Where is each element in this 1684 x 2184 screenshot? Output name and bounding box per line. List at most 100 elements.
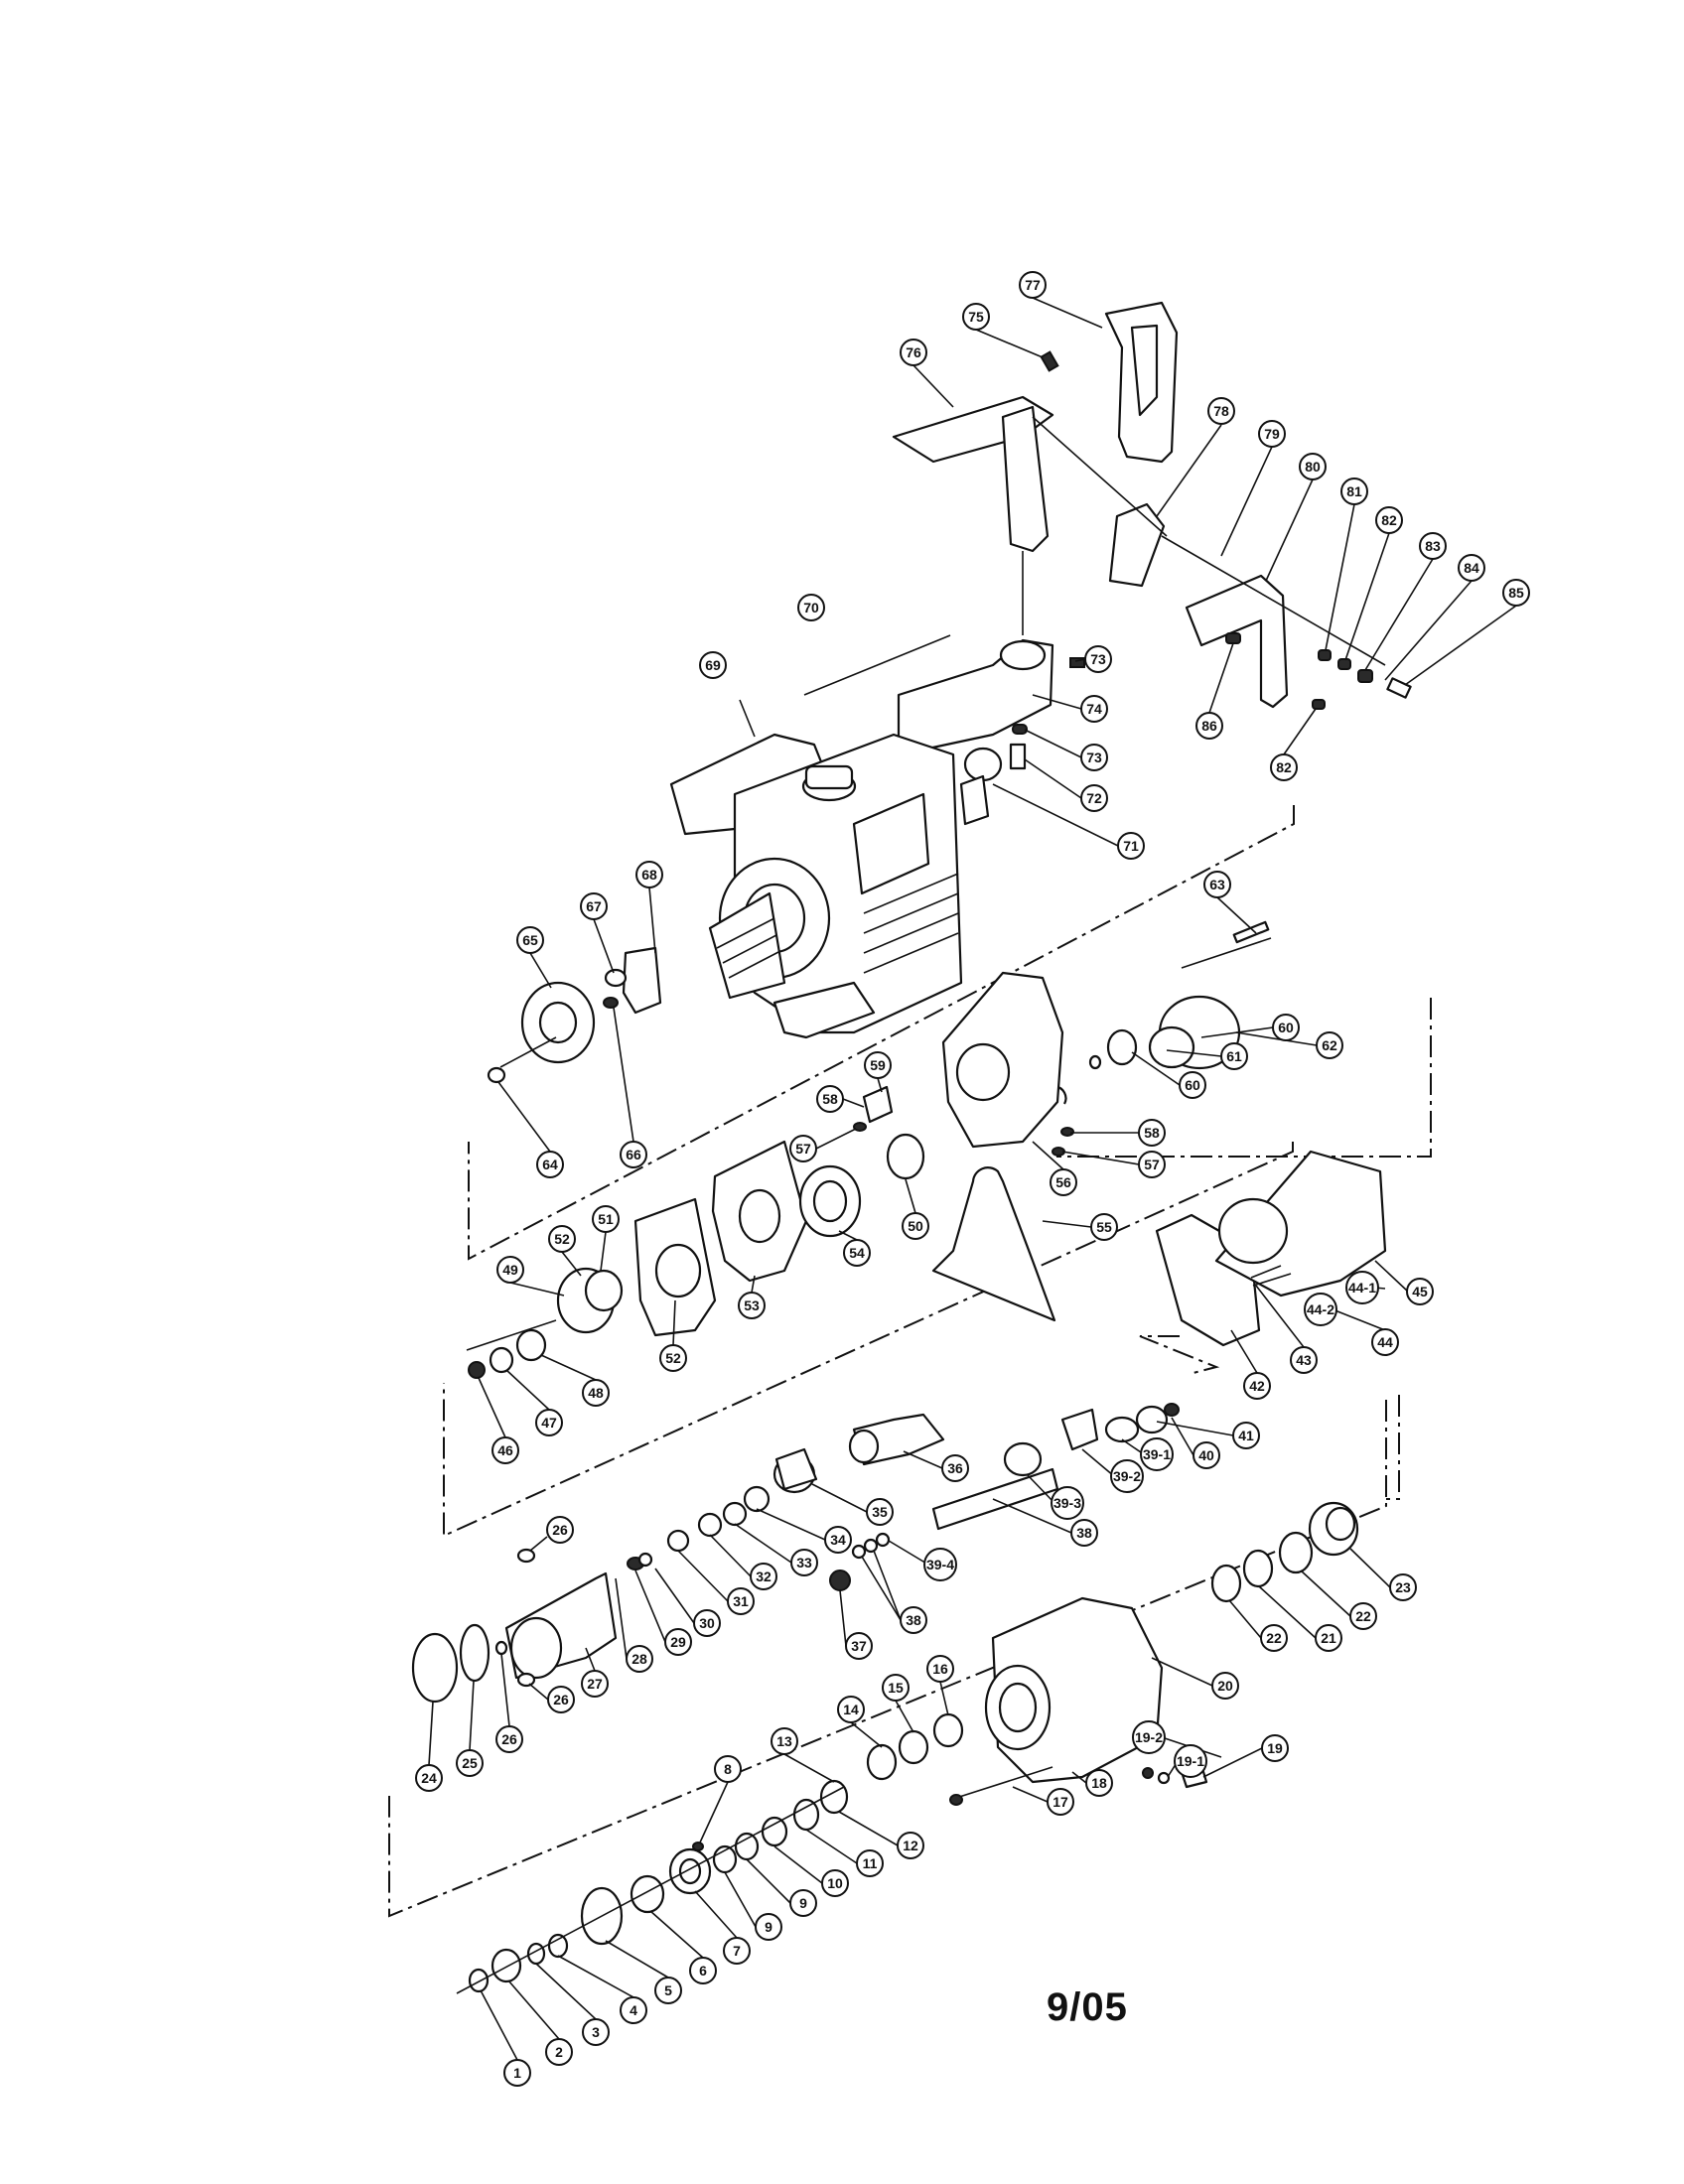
part-callout: 4: [620, 1996, 647, 2024]
callout-circle: [693, 1609, 721, 1637]
part-callout: 5: [654, 1977, 682, 2004]
callout-circle: [1047, 1788, 1074, 1816]
callout-circle: [1349, 1602, 1377, 1630]
callout-circle: [1211, 1672, 1239, 1700]
callout-circle: [491, 1436, 519, 1464]
callout-circle: [1138, 1151, 1166, 1178]
callout-circle: [1019, 271, 1047, 299]
callout-number: 36: [947, 1460, 963, 1476]
callout-number: 81: [1346, 483, 1362, 499]
callout-circle: [797, 594, 825, 621]
part-callout: 59: [864, 1051, 892, 1079]
callout-number: 39-2: [1113, 1468, 1141, 1484]
callout-circle: [635, 861, 663, 888]
callout-number: 71: [1123, 838, 1139, 854]
callout-number: 15: [888, 1680, 904, 1696]
callout-number: 61: [1226, 1048, 1242, 1064]
part-callout: 44-1: [1345, 1271, 1379, 1304]
callout-circle: [495, 1725, 523, 1753]
callout-circle: [1315, 1624, 1342, 1652]
callout-circle: [620, 1141, 647, 1168]
part-callout: 85: [1502, 579, 1530, 607]
callout-number: 1: [513, 2065, 521, 2081]
part-callout: 39-3: [1051, 1486, 1084, 1520]
callout-number: 56: [1055, 1174, 1071, 1190]
callout-number: 34: [830, 1532, 846, 1548]
part-callout: 70: [797, 594, 825, 621]
spindle-stack: [456, 1779, 849, 1994]
callout-circle: [415, 1764, 443, 1792]
callout-number: 19-2: [1135, 1729, 1163, 1745]
part-callout: 19-1: [1174, 1744, 1207, 1778]
callout-number: 25: [462, 1755, 478, 1771]
part-callout: 41: [1232, 1422, 1260, 1449]
part-callout: 73: [1080, 744, 1108, 771]
part-callout: 57: [1138, 1151, 1166, 1178]
part-callout: 21: [1315, 1624, 1342, 1652]
part-callout: 38: [900, 1606, 927, 1634]
callout-circle: [750, 1563, 777, 1590]
callout-circle: [536, 1151, 564, 1178]
callout-number: 48: [588, 1385, 604, 1401]
callout-number: 44-1: [1348, 1280, 1376, 1296]
handle-assembly: [803, 301, 1412, 770]
callout-circle: [548, 1225, 576, 1253]
callout-circle: [864, 1051, 892, 1079]
gear-plates: [466, 1133, 1387, 1379]
part-callout: 52: [659, 1344, 687, 1372]
callout-circle: [547, 1686, 575, 1713]
callout-number: 79: [1264, 426, 1280, 442]
part-callout: 12: [897, 1832, 924, 1859]
part-callout: 86: [1195, 712, 1223, 740]
callout-circle: [1419, 532, 1447, 560]
callout-circle: [1117, 832, 1145, 860]
callout-number: 64: [542, 1157, 558, 1172]
date-code: 9/05: [1047, 1985, 1128, 2029]
part-callout: 38: [1070, 1519, 1098, 1547]
part-callout: 67: [580, 892, 608, 920]
callout-number: 2: [555, 2044, 563, 2060]
callout-number: 54: [849, 1245, 865, 1261]
callout-circle: [582, 1379, 610, 1407]
part-callout: 3: [582, 2018, 610, 2046]
callout-circle: [941, 1454, 969, 1482]
callout-number: 5: [664, 1982, 672, 1998]
part-callout: 46: [491, 1436, 519, 1464]
callout-circle: [699, 651, 727, 679]
part-callout: 77: [1019, 271, 1047, 299]
callout-number: 66: [626, 1147, 641, 1162]
callout-circle: [714, 1755, 742, 1783]
part-callout: 9: [789, 1889, 817, 1917]
callout-circle: [789, 1889, 817, 1917]
part-callout: 16: [926, 1655, 954, 1683]
part-callout: 64: [536, 1151, 564, 1178]
part-callout: 9: [755, 1913, 782, 1941]
callout-number: 35: [872, 1504, 888, 1520]
part-callout: 82: [1270, 753, 1298, 781]
callout-number: 52: [665, 1350, 681, 1366]
callout-number: 59: [870, 1057, 886, 1073]
callout-number: 58: [1144, 1125, 1160, 1141]
part-callout: 29: [664, 1628, 692, 1656]
part-callout: 66: [620, 1141, 647, 1168]
callout-number: 26: [501, 1731, 517, 1747]
callout-circle: [755, 1913, 782, 1941]
callout-circle: [664, 1628, 692, 1656]
part-callout: 74: [1080, 695, 1108, 723]
part-callout: 57: [789, 1135, 817, 1162]
part-callout: 61: [1220, 1042, 1248, 1070]
callout-number: 26: [552, 1522, 568, 1538]
part-callout: 30: [693, 1609, 721, 1637]
callout-number: 8: [724, 1761, 732, 1777]
callout-circle: [845, 1632, 873, 1660]
callout-number: 57: [795, 1141, 811, 1157]
part-callout: 20: [1211, 1672, 1239, 1700]
callout-number: 3: [592, 2024, 600, 2040]
part-callout: 71: [1117, 832, 1145, 860]
part-callout: 65: [516, 926, 544, 954]
callout-circle: [1345, 1271, 1379, 1304]
part-callout: 39-4: [923, 1548, 957, 1581]
callout-circle: [1179, 1071, 1206, 1099]
callout-number: 76: [906, 344, 921, 360]
